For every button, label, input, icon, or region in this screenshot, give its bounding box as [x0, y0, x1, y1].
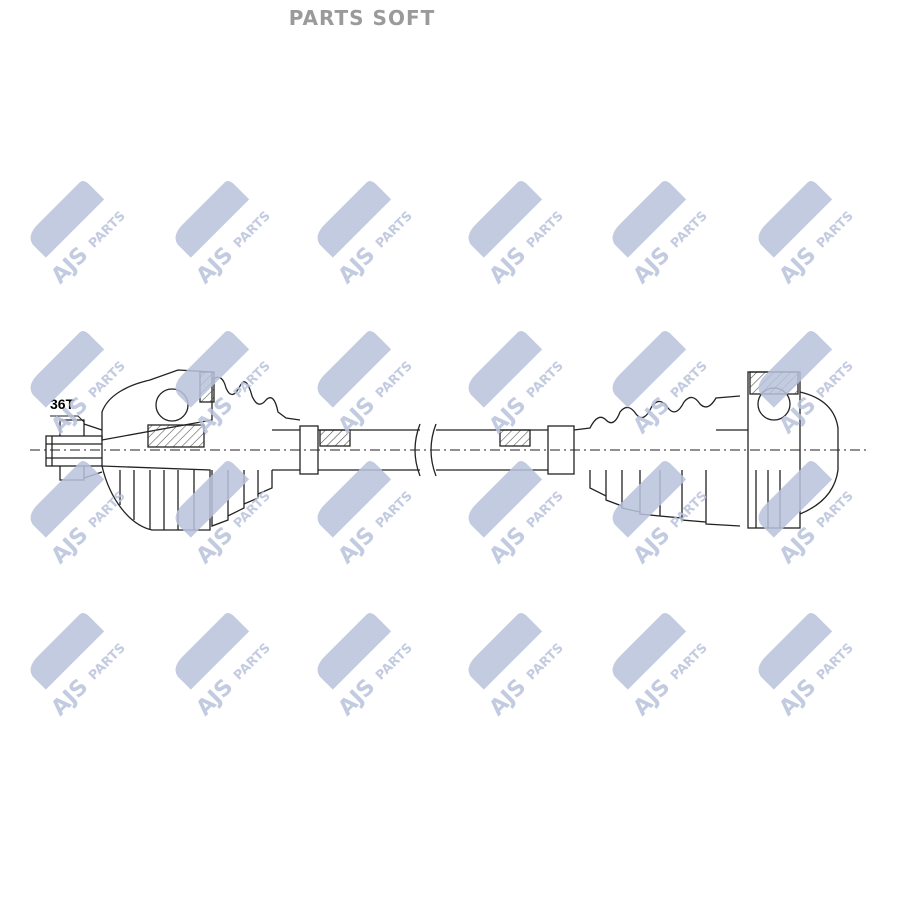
watermark-banner-shape: [317, 461, 392, 538]
watermark-text-sub: PARTS: [524, 489, 567, 532]
watermark-text-sub: PARTS: [524, 209, 567, 252]
watermark-banner-shape: [317, 613, 392, 690]
watermark-banner-shape: [30, 461, 105, 538]
watermark-banner-shape: [30, 181, 105, 258]
watermark-text-sub: PARTS: [231, 359, 274, 402]
watermark-banner-shape: [175, 331, 250, 408]
watermark-text-sub: PARTS: [814, 489, 857, 532]
watermark-banner-shape: [612, 181, 687, 258]
watermark-banner-shape: [612, 613, 687, 690]
watermark-text-sub: PARTS: [86, 489, 129, 532]
watermark-text-sub: PARTS: [231, 489, 274, 532]
watermark-text-sub: PARTS: [668, 209, 711, 252]
main-shaft: [299, 423, 575, 477]
outer-cv-joint: [101, 369, 215, 531]
watermark-banner-shape: [30, 613, 105, 690]
watermark-text-sub: PARTS: [86, 641, 129, 684]
watermark-banner-shape: [758, 331, 833, 408]
watermark-banner-shape: [175, 461, 250, 538]
watermark-text-sub: PARTS: [373, 641, 416, 684]
watermark-text-sub: PARTS: [668, 359, 711, 402]
watermark-banner-shape: [612, 331, 687, 408]
left-boot: [211, 376, 301, 527]
watermark-text-sub: PARTS: [814, 209, 857, 252]
watermark-banner-shape: [468, 613, 543, 690]
watermark-banner-shape: [468, 461, 543, 538]
watermark-banner-shape: [30, 331, 105, 408]
watermark-text-sub: PARTS: [373, 489, 416, 532]
watermark-banner-shape: [758, 461, 833, 538]
watermark-text-sub: PARTS: [373, 209, 416, 252]
watermark-text-sub: PARTS: [86, 359, 129, 402]
watermark-text-sub: PARTS: [373, 359, 416, 402]
watermark-text-sub: PARTS: [524, 359, 567, 402]
watermark-banner-shape: [175, 613, 250, 690]
watermark-text-sub: PARTS: [668, 489, 711, 532]
watermark-text-sub: PARTS: [231, 209, 274, 252]
watermark-banner-shape: [175, 181, 250, 258]
watermark-banner-shape: [758, 181, 833, 258]
watermark-text-sub: PARTS: [231, 641, 274, 684]
watermark-banner-shape: [612, 461, 687, 538]
watermark-banner-shape: [468, 181, 543, 258]
watermark-text-sub: PARTS: [814, 359, 857, 402]
watermark-text-sub: PARTS: [668, 641, 711, 684]
watermark-banner-shape: [758, 613, 833, 690]
watermark-text-sub: PARTS: [814, 641, 857, 684]
header-brand-text: PARTS SOFT: [288, 6, 436, 30]
spline-label-leader: [50, 415, 85, 423]
watermark-text-sub: PARTS: [86, 209, 129, 252]
spline-count-label: 36T: [50, 396, 75, 412]
watermark-banner-shape: [317, 181, 392, 258]
watermark-text-sub: PARTS: [524, 641, 567, 684]
watermark-banner-shape: [468, 331, 543, 408]
watermark-banner-shape: [317, 331, 392, 408]
